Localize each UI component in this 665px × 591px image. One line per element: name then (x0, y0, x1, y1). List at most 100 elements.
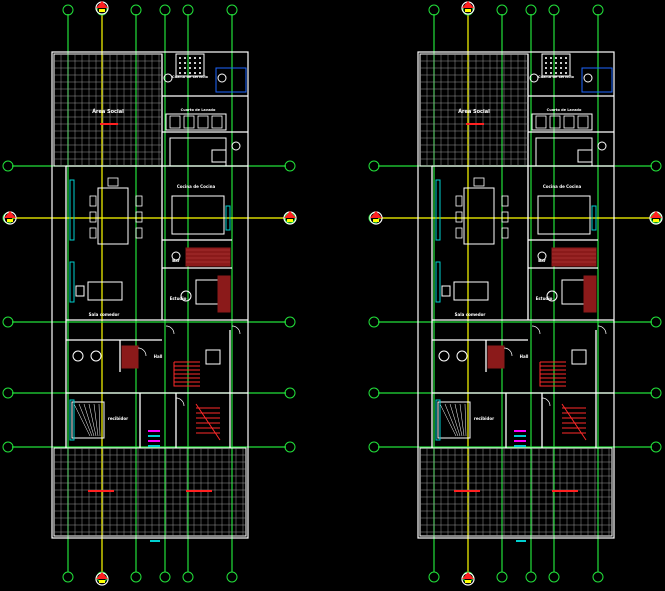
terrace-bottom-hatch (53, 447, 247, 537)
laundry-basin (541, 53, 571, 77)
label-sala: Sala comedor (455, 312, 486, 317)
label-cuarto-servicio: Cuarto de servicio (538, 75, 574, 79)
legend-swatch (514, 435, 526, 437)
drain-icon (163, 73, 173, 83)
axis-bubble (592, 4, 604, 16)
rug-pattern (459, 403, 465, 437)
terrace-top-hatch (53, 53, 163, 167)
axis-bubble (368, 441, 380, 453)
axis-bubble (525, 4, 537, 16)
axis-bubble (2, 387, 14, 399)
label-area-social: Área Social (458, 108, 490, 115)
tile-dot (549, 71, 553, 75)
dining-chair (501, 227, 509, 239)
study-desk (195, 279, 221, 305)
tile-dot (198, 66, 202, 70)
side-table (441, 285, 451, 297)
door-swing (231, 325, 241, 335)
axis-bubble (130, 4, 142, 16)
tile-dot (544, 71, 548, 75)
laundry-room (529, 53, 613, 93)
hatch-border (53, 447, 247, 537)
sofa (453, 281, 489, 301)
living-area (69, 261, 123, 303)
dimension-tag (150, 540, 160, 542)
dining-chair (455, 195, 463, 207)
staircase (173, 349, 221, 441)
axis-bubble (284, 160, 296, 172)
study-chair (180, 290, 192, 302)
dining-chair (501, 211, 509, 223)
social-red-mark (100, 123, 118, 125)
comedor-table (171, 195, 225, 235)
section-marker-tag (287, 219, 293, 222)
terrace-red-mark (454, 490, 480, 492)
section-marker-arrow (4, 211, 16, 218)
section-marker-arrow (284, 211, 296, 218)
label-cuarto-servicio: Cuarto de servicio (172, 75, 208, 79)
terrace-red-mark (88, 490, 114, 492)
section-marker-arrow (96, 572, 108, 579)
legend-swatch (514, 445, 526, 447)
study (546, 275, 597, 313)
social-red-mark (466, 123, 484, 125)
counter (531, 113, 593, 131)
tile-dot (178, 56, 182, 60)
entry-window (435, 399, 441, 441)
axis-grid (2, 4, 296, 583)
tile-dot (178, 71, 182, 75)
plant-icon (597, 141, 607, 151)
rug-pattern (98, 403, 101, 437)
counter (165, 113, 227, 131)
tile-dot (559, 61, 563, 65)
window-living (69, 261, 75, 303)
section-marker-tag (99, 580, 105, 583)
axis-bubble (2, 160, 14, 172)
bath-cabinet (487, 345, 505, 369)
foyer (435, 399, 526, 542)
tile-dot (183, 56, 187, 60)
tile-dot (178, 66, 182, 70)
axis-bubble (525, 571, 537, 583)
stair-rail (539, 362, 566, 387)
bar-stool (537, 251, 547, 261)
axis-bubble (496, 4, 508, 16)
rug-pattern (83, 403, 95, 437)
counter-unit (549, 115, 561, 129)
section-marker-arrow (370, 211, 382, 218)
foyer (69, 399, 160, 542)
bar-area (537, 247, 597, 267)
label-estudio: Estudio (170, 296, 187, 301)
tile-dot (544, 66, 548, 70)
building-outline (417, 51, 615, 539)
rug-pattern (464, 403, 467, 437)
terrace-red-mark (552, 490, 578, 492)
tile-dot (544, 61, 548, 65)
study-desk (561, 279, 587, 305)
counter-unit (577, 115, 589, 129)
counter-unit (563, 115, 575, 129)
tile-dot (183, 71, 187, 75)
laundry-frame (215, 67, 247, 93)
stair-direction (195, 403, 221, 441)
counter-unit (169, 115, 181, 129)
terrace-bottom-hatch (419, 447, 613, 537)
dining-chair (107, 177, 119, 187)
toilet-icon (456, 350, 468, 362)
dining-chair (135, 227, 143, 239)
axis-bubble (284, 441, 296, 453)
dining-table (97, 187, 129, 245)
bar-brick-wall (551, 247, 597, 267)
doors (137, 325, 241, 407)
label-hall: Hall (520, 354, 529, 359)
comedor-table (537, 195, 591, 235)
tile-dot (193, 66, 197, 70)
axis-grid (368, 4, 662, 583)
tile-dot (188, 66, 192, 70)
tile-dot (549, 61, 553, 65)
axis-bubble (650, 160, 662, 172)
label-recibo: recibidor (108, 416, 128, 421)
hatch-border (419, 447, 613, 537)
